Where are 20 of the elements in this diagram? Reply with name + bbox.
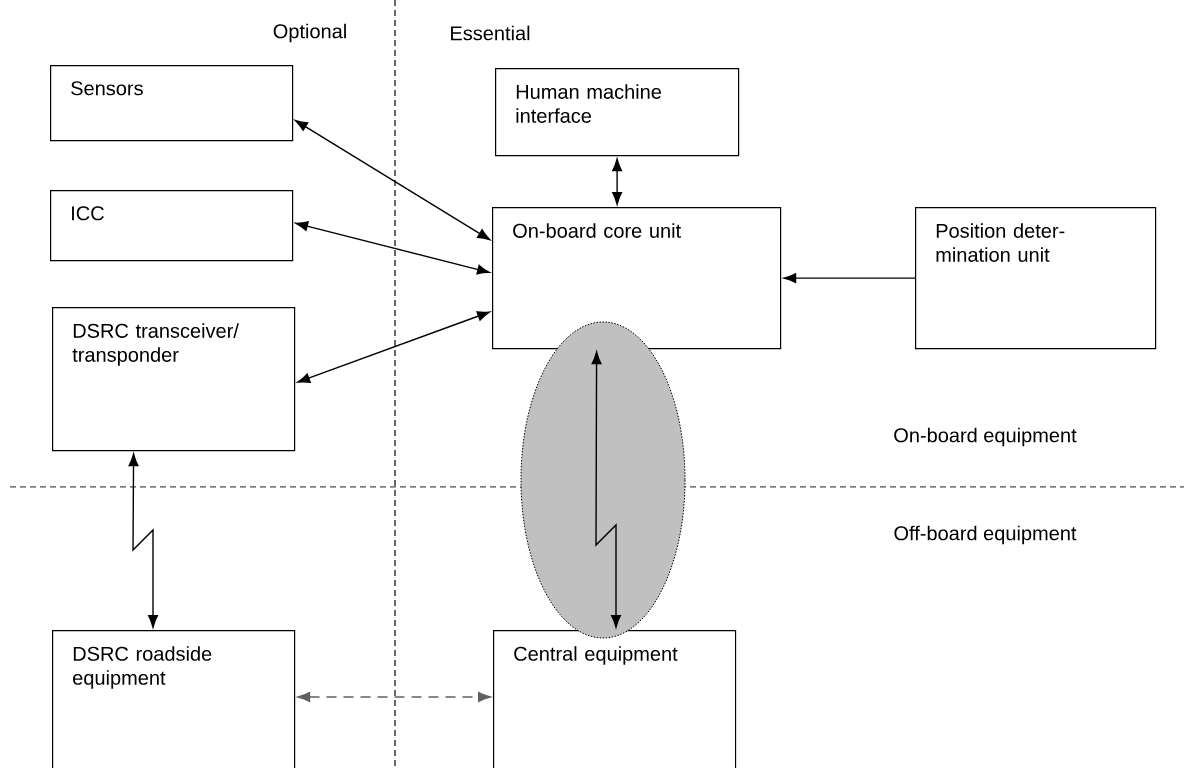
arrow [297, 311, 490, 383]
arrow [612, 158, 623, 205]
arrow [295, 119, 491, 241]
arrow [591, 351, 621, 628]
arrow [297, 692, 491, 702]
process-box: Position deter-mination unit [915, 207, 1157, 350]
arrow [128, 453, 158, 628]
region-label: Off-board equipment [894, 525, 1077, 545]
arrow [783, 273, 916, 284]
process-box: ICC [50, 190, 294, 262]
process-box: Central equipment [493, 630, 737, 768]
process-box: Sensors [50, 65, 294, 142]
region-label: Optional [273, 23, 346, 43]
process-box: DSRC transceiver/ transponder [52, 307, 296, 452]
process-box: Human machine interface [495, 68, 740, 157]
region-label: Essential [451, 25, 530, 41]
process-box: On-board core unit [492, 207, 782, 350]
arrow [295, 221, 490, 275]
region-label: On-board equipment [894, 427, 1077, 447]
process-box: DSRC roadside equipment [52, 630, 296, 768]
